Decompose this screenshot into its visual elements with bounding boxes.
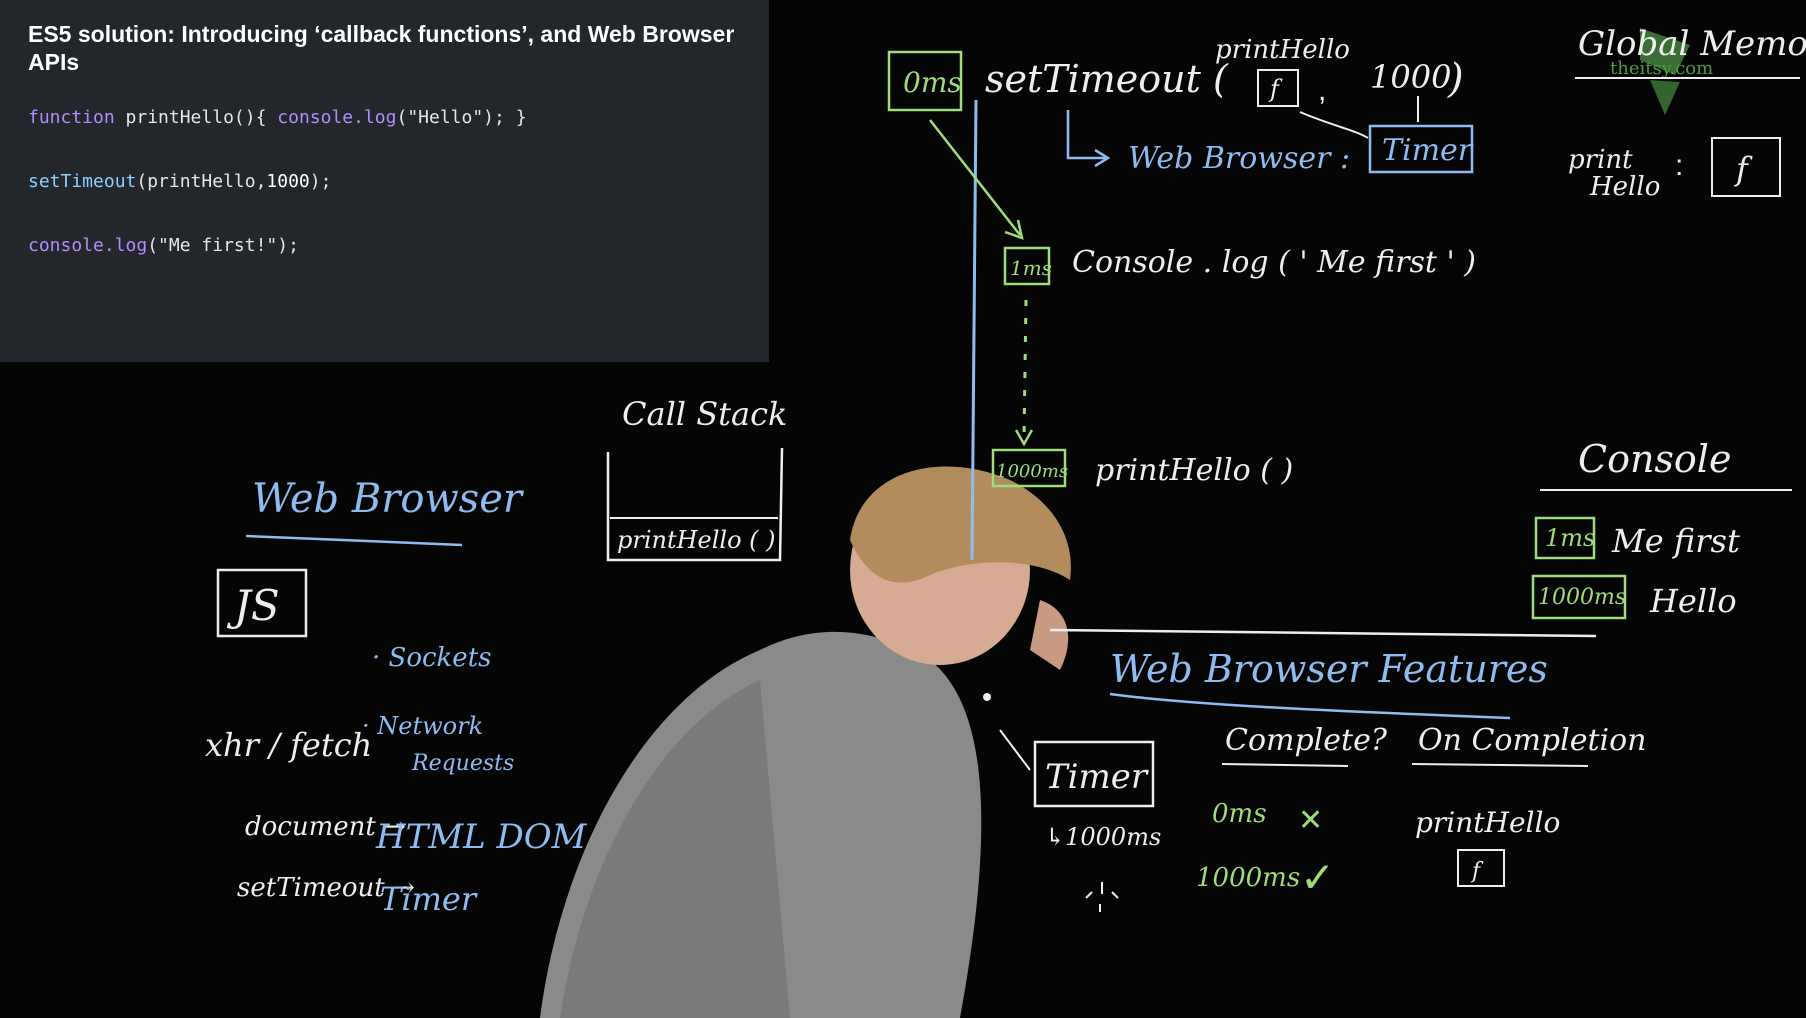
global-memory-fn-box: f <box>1734 150 1753 188</box>
global-memory-name-2: Hello <box>1589 172 1660 202</box>
web-browser-features: Web Browser Features Timer ↳1000ms Compl… <box>999 628 1647 912</box>
theitsy-logo: theitsy.com <box>1610 28 1713 115</box>
web-browser-section: Web Browser JS · Sockets · Network Reque… <box>205 476 588 918</box>
arg-fn-box: f <box>1268 75 1283 103</box>
network-item: · Network <box>362 712 483 740</box>
arg-delay: 1000 <box>1370 58 1451 96</box>
timer-box-top: Timer <box>1382 133 1474 168</box>
xhr-fetch-item: xhr / fetch <box>205 726 372 764</box>
console-row-1-badge: 1ms <box>1545 524 1595 552</box>
global-memory: Global Memory print Hello : f <box>1568 24 1806 202</box>
settimeout-args: (printHello, <box>136 171 267 192</box>
features-row1-mark: ✕ <box>1298 804 1323 837</box>
timeline-step-0ms: 0ms setTimeout ( printHello f , 1000 ) W… <box>887 35 1474 240</box>
console-log-args-2: ("Me first!"); <box>147 235 299 256</box>
call-stack-frame: printHello ( ) <box>617 526 776 554</box>
code-line-function: function printHello(){ console.log("Hell… <box>28 106 741 170</box>
sockets-item: · Sockets <box>372 643 492 673</box>
svg-text:,: , <box>1318 74 1326 107</box>
timer-item: Timer <box>380 880 478 918</box>
features-timer-sub: ↳1000ms <box>1045 823 1161 851</box>
console-row-2-text: Hello <box>1649 582 1737 620</box>
badge-0ms: 0ms <box>903 66 962 99</box>
settimeout-end: ); <box>309 171 332 192</box>
features-row2-mark: ✓ <box>1300 854 1335 901</box>
code-line-console-log: console.log("Me first!"); <box>28 234 741 298</box>
on-completion-fn: printHello <box>1415 806 1560 839</box>
console-log-chalk: Console . log ( ' Me first ' ) <box>1072 245 1476 280</box>
global-memory-name-1: print <box>1568 145 1633 175</box>
col-on-completion: On Completion <box>1418 723 1647 758</box>
js-box: JS <box>226 581 280 630</box>
console-log-args: ("Hello"); } <box>396 107 527 128</box>
col-complete: Complete? <box>1225 723 1388 758</box>
slide-title: ES5 solution: Introducing ‘callback func… <box>28 21 735 75</box>
timeline-step-1ms: 1ms Console . log ( ' Me first ' ) <box>1003 245 1476 447</box>
features-row2-time: 1000ms <box>1196 863 1300 893</box>
arg-printhello: printHello <box>1215 35 1350 65</box>
console-log-call: console.log <box>277 107 397 128</box>
document-item: document → <box>245 812 406 842</box>
badge-1ms: 1ms <box>1010 256 1052 280</box>
on-completion-box: f <box>1470 859 1484 884</box>
code-line-settimeout: setTimeout(printHello,1000); <box>28 170 741 234</box>
sparkle-mark <box>1085 882 1119 912</box>
keyword-function: function <box>28 107 115 128</box>
call-stack-heading: Call Stack <box>622 395 787 433</box>
web-browser-heading: Web Browser <box>252 476 525 522</box>
settimeout-item: setTimeout → <box>237 873 415 903</box>
settimeout-call: setTimeout <box>28 171 137 192</box>
timeline-step-1000ms: 1000ms printHello ( ) <box>991 448 1293 488</box>
function-name: printHello(){ <box>114 107 278 128</box>
features-heading: Web Browser Features <box>1110 647 1548 691</box>
console-heading: Console <box>1578 437 1731 481</box>
features-row1-time: 0ms <box>1212 799 1267 829</box>
global-memory-heading: Global Memory <box>1578 24 1806 64</box>
requests-item: Requests <box>411 751 514 776</box>
console-section: Console 1ms Me first 1000ms Hello <box>1531 437 1792 620</box>
console-row-2-badge: 1000ms <box>1538 585 1626 610</box>
console-row-1-text: Me first <box>1611 522 1740 560</box>
settimeout-chalk: setTimeout ( <box>985 57 1229 101</box>
svg-text::: : <box>1675 149 1683 182</box>
web-browser-label: Web Browser : <box>1128 141 1350 176</box>
badge-1000ms: 1000ms <box>996 461 1068 482</box>
settimeout-delay: 1000 <box>266 171 310 192</box>
features-timer-box: Timer <box>1045 757 1149 797</box>
code-slide-panel: ES5 solution: Introducing ‘callback func… <box>0 0 769 362</box>
printhello-call-chalk: printHello ( ) <box>1095 453 1293 488</box>
console-log-call-2: console.log <box>28 235 148 256</box>
presenter-figure <box>540 466 1071 1018</box>
close-paren: ) <box>1447 56 1464 102</box>
logo-text: theitsy.com <box>1610 58 1713 79</box>
html-dom-item: HTML DOM <box>375 817 588 857</box>
call-stack: Call Stack printHello ( ) <box>606 395 787 562</box>
